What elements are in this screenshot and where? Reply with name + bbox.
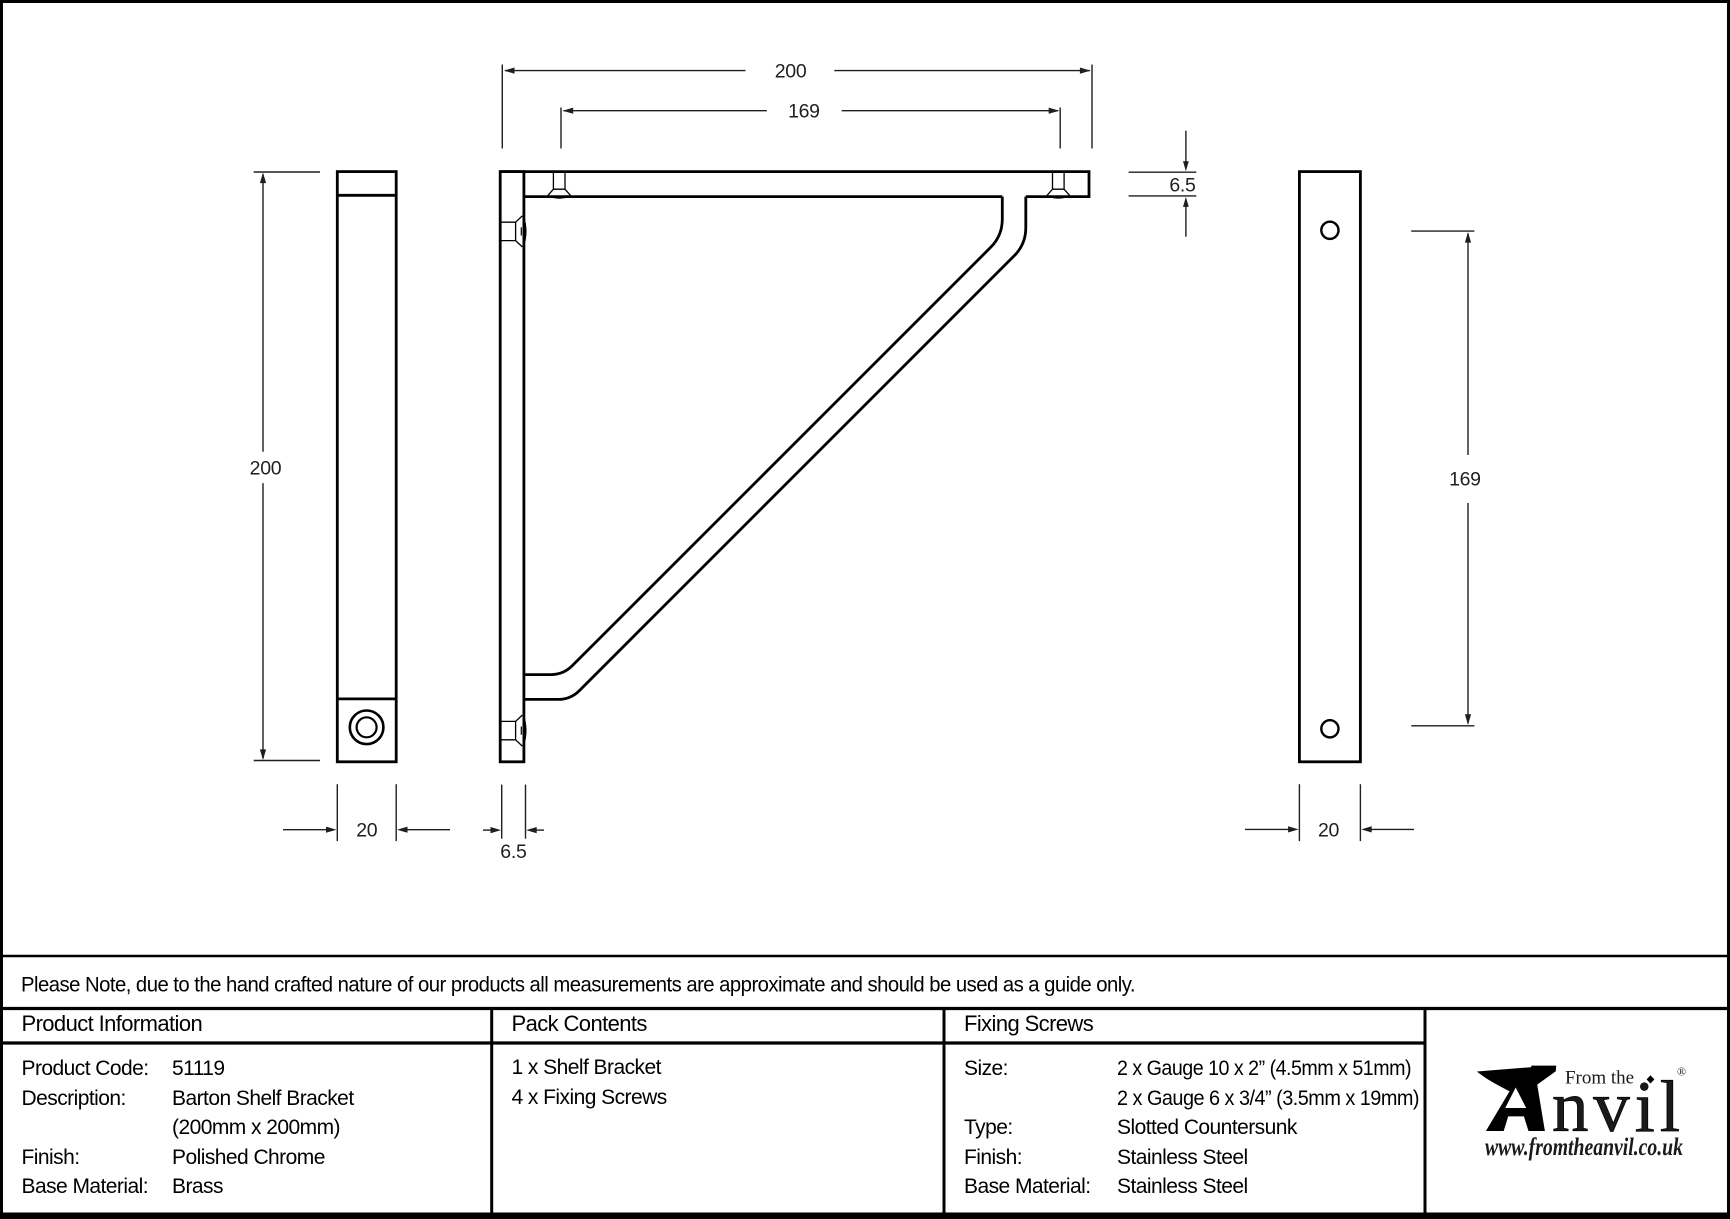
svg-text:20: 20 <box>356 820 378 842</box>
svg-text:Please Note, due to the hand c: Please Note, due to the hand crafted nat… <box>21 974 1135 997</box>
svg-text:(200mm x 200mm): (200mm x 200mm) <box>172 1116 340 1139</box>
svg-text:Base Material:: Base Material: <box>964 1175 1091 1198</box>
svg-text:169: 169 <box>788 101 820 123</box>
svg-text:Fixing Screws: Fixing Screws <box>964 1011 1094 1036</box>
svg-text:200: 200 <box>250 457 282 479</box>
svg-text:From the: From the <box>1565 1068 1634 1089</box>
svg-text:Pack Contents: Pack Contents <box>512 1011 648 1036</box>
svg-text:169: 169 <box>1449 469 1481 491</box>
svg-text:Slotted Countersunk: Slotted Countersunk <box>1117 1116 1298 1139</box>
svg-text:Stainless Steel: Stainless Steel <box>1117 1146 1248 1169</box>
svg-text:1 x Shelf Bracket: 1 x Shelf Bracket <box>512 1056 662 1079</box>
svg-text:Product Code:: Product Code: <box>22 1057 149 1080</box>
svg-text:Stainless Steel: Stainless Steel <box>1117 1175 1248 1198</box>
svg-text:200: 200 <box>775 60 807 82</box>
svg-text:Product Information: Product Information <box>22 1011 203 1036</box>
svg-text:20: 20 <box>1318 819 1340 841</box>
svg-text:www.fromtheanvil.co.uk: www.fromtheanvil.co.uk <box>1485 1134 1683 1161</box>
svg-text:Barton Shelf Bracket: Barton Shelf Bracket <box>172 1087 354 1110</box>
svg-text:6.5: 6.5 <box>500 841 527 863</box>
svg-text:2 x Gauge 6 x 3/4” (3.5mm x 19: 2 x Gauge 6 x 3/4” (3.5mm x 19mm) <box>1117 1087 1419 1110</box>
svg-text:Base Material:: Base Material: <box>22 1175 149 1198</box>
svg-text:51119: 51119 <box>172 1057 225 1080</box>
svg-text:Brass: Brass <box>172 1175 223 1198</box>
svg-text:Type:: Type: <box>964 1116 1013 1139</box>
svg-text:4 x Fixing Screws: 4 x Fixing Screws <box>512 1086 667 1109</box>
svg-text:Finish:: Finish: <box>964 1146 1022 1169</box>
svg-text:Finish:: Finish: <box>22 1146 80 1169</box>
svg-text:2 x Gauge 10 x 2” (4.5mm x 51m: 2 x Gauge 10 x 2” (4.5mm x 51mm) <box>1117 1057 1411 1080</box>
svg-text:6.5: 6.5 <box>1169 174 1196 196</box>
svg-text:Size:: Size: <box>964 1057 1008 1080</box>
svg-text:®: ® <box>1677 1065 1686 1079</box>
svg-text:Description:: Description: <box>22 1087 126 1110</box>
svg-text:Polished Chrome: Polished Chrome <box>172 1146 325 1169</box>
